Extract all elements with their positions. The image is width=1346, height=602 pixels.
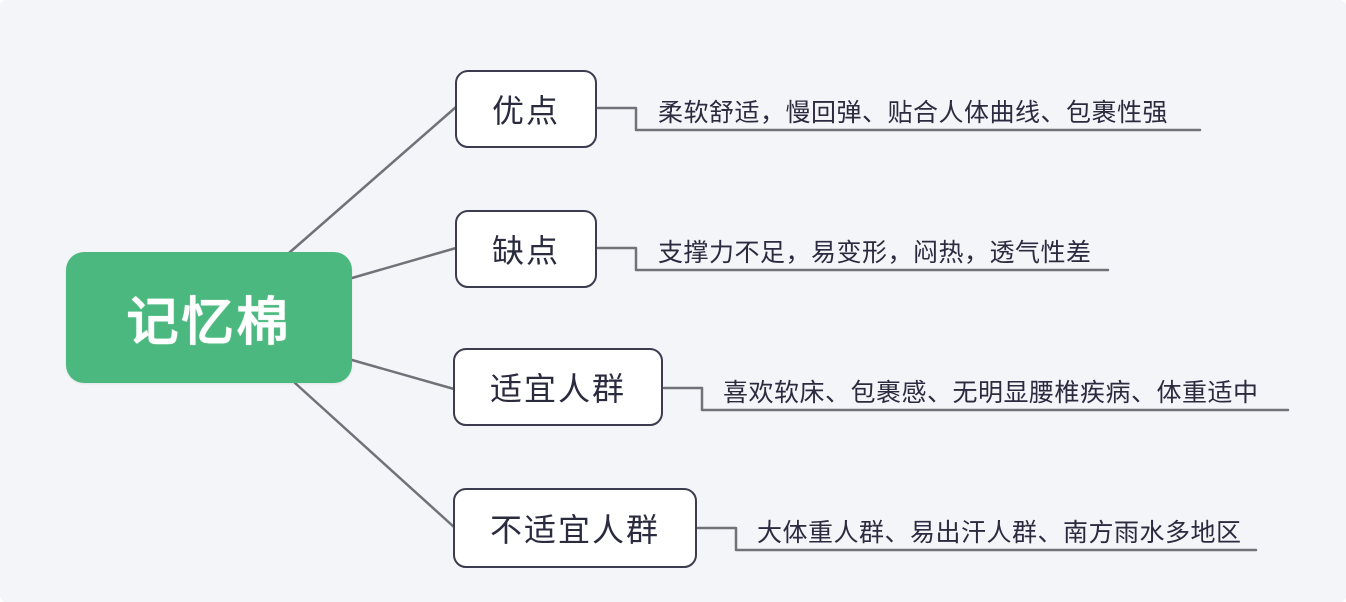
branch-node-disadvantages[interactable]: 缺点	[455, 210, 597, 288]
branch-label: 不适宜人群	[489, 512, 660, 548]
link-root-to-advantages	[287, 105, 458, 255]
leaf-disadvantages-detail[interactable]: 支撑力不足，易变形，闷热，透气性差	[658, 239, 1092, 267]
leaf-advantages-detail[interactable]: 柔软舒适，慢回弹、贴合人体曲线、包裹性强	[658, 99, 1169, 127]
branch-node-advantages[interactable]: 优点	[455, 70, 597, 148]
link-root-to-unsuitable	[293, 381, 456, 529]
leaf-suitable-detail[interactable]: 喜欢软床、包裹感、无明显腰椎疾病、体重适中	[723, 379, 1259, 407]
link-suitable-to-detail	[662, 386, 1290, 412]
link-root-to-suitable	[350, 358, 456, 391]
branch-node-suitable-people[interactable]: 适宜人群	[453, 348, 663, 426]
link-root-to-disadvantages	[350, 246, 458, 280]
branch-node-unsuitable-people[interactable]: 不适宜人群	[453, 488, 697, 568]
branch-label: 优点	[491, 93, 560, 129]
root-label: 记忆棉	[126, 294, 292, 352]
root-node-memory-foam[interactable]: 记忆棉	[66, 252, 352, 383]
link-disadvantages-to-detail	[596, 246, 1110, 272]
branch-label: 缺点	[491, 233, 560, 269]
link-advantages-to-detail	[596, 106, 1202, 132]
link-unsuitable-to-detail	[696, 526, 1258, 552]
branch-label: 适宜人群	[489, 371, 626, 407]
leaf-unsuitable-detail[interactable]: 大体重人群、易出汗人群、南方雨水多地区	[757, 519, 1242, 547]
